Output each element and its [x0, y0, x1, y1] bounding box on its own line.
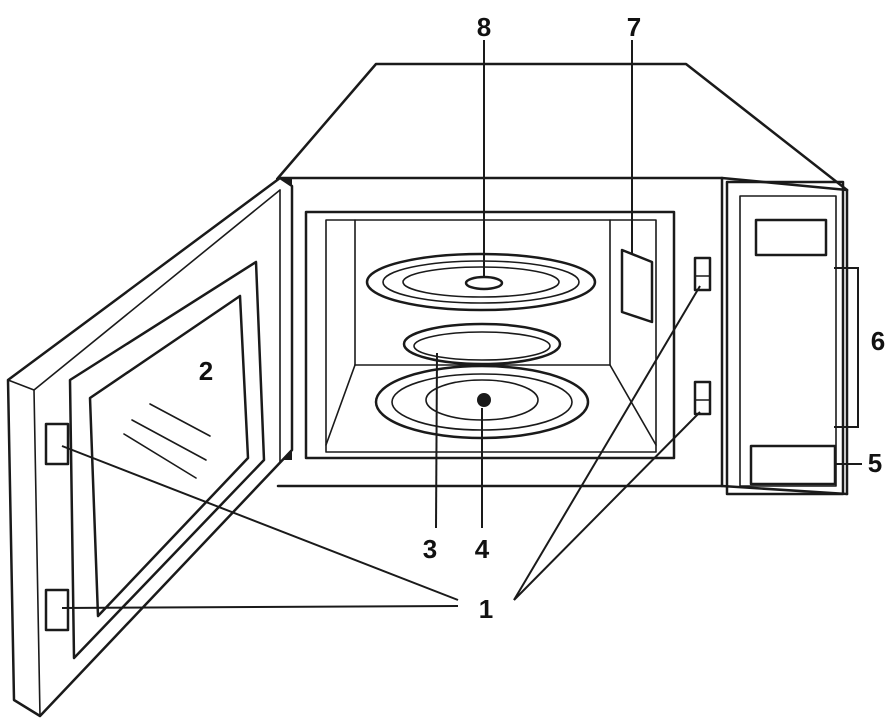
callout-5: 5 [868, 448, 882, 478]
callout-8: 8 [477, 12, 491, 42]
callout-1: 1 [479, 594, 493, 624]
oven-cavity [304, 210, 676, 460]
callout-2: 2 [199, 356, 213, 386]
glass-tray [365, 252, 597, 312]
interlock-slots [693, 256, 712, 416]
control-panel [725, 180, 845, 496]
roller-ring [402, 322, 562, 366]
open-door [6, 176, 294, 718]
callout-labels: 1 2 3 4 5 6 7 8 [199, 12, 885, 624]
waveguide-cover [620, 248, 654, 324]
callout-3: 3 [423, 534, 437, 564]
callout-7: 7 [627, 12, 641, 42]
callout-4: 4 [475, 534, 490, 564]
leader-lines [61, 40, 862, 609]
oven-body [276, 62, 849, 496]
callout-6: 6 [871, 326, 885, 356]
